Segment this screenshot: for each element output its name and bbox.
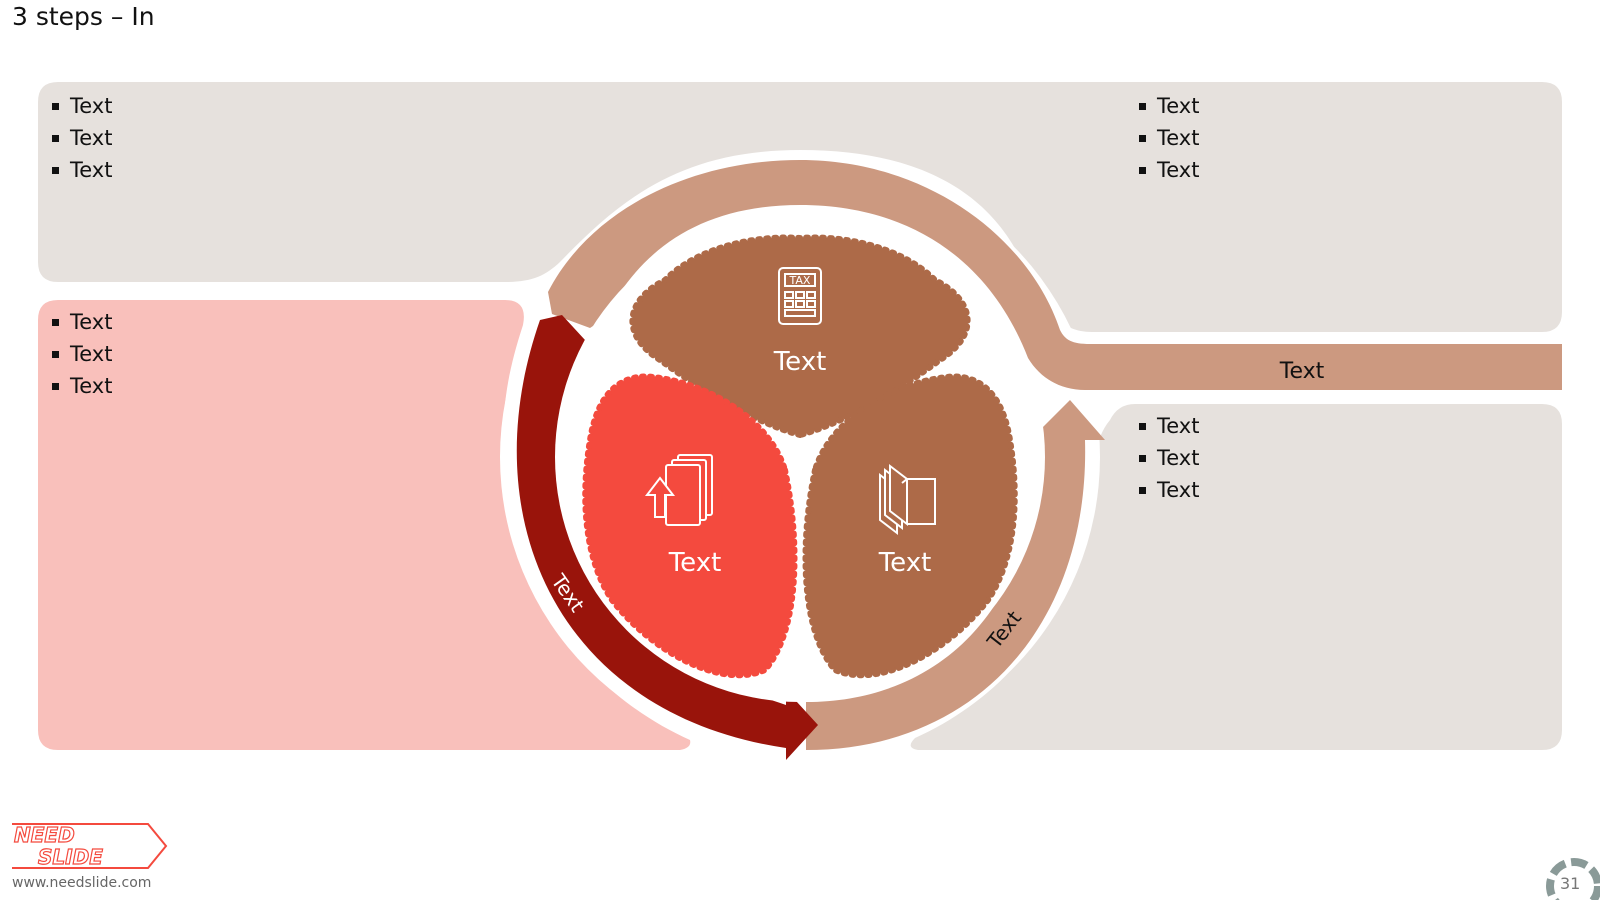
- list-item: Text: [52, 338, 112, 370]
- left-arrow: [516, 315, 818, 760]
- list-item: Text: [52, 154, 112, 186]
- logo-text-top: NEED: [14, 823, 75, 847]
- list-item: Text: [52, 370, 112, 402]
- right-panel: [910, 404, 1562, 750]
- petal-top: [629, 234, 971, 439]
- tax-calculator-icon: [778, 267, 822, 325]
- page-number: 31: [1560, 874, 1581, 893]
- list-item: Text: [1139, 122, 1199, 154]
- right-arrow: [806, 400, 1105, 750]
- list-item: Text: [1139, 410, 1199, 442]
- top-arrow-band: [548, 160, 1562, 390]
- list-item: Text: [52, 122, 112, 154]
- petal-left-label: Text: [668, 548, 722, 578]
- left-panel: [38, 300, 691, 750]
- document-upload-icon: [644, 454, 713, 526]
- needslide-logo: NEED SLIDE: [12, 822, 168, 870]
- connector-label: Text: [1279, 359, 1325, 384]
- left-bullets: Text Text Text: [52, 306, 112, 402]
- list-item: Text: [52, 306, 112, 338]
- logo-text-bottom: SLIDE: [38, 845, 103, 869]
- tax-icon-text: TAX: [789, 274, 811, 287]
- slide-title: 3 steps – In: [12, 2, 155, 31]
- list-item: Text: [1139, 154, 1199, 186]
- top-right-bullets: Text Text Text: [1139, 90, 1199, 186]
- petal-right: [802, 373, 1018, 679]
- list-item: Text: [52, 90, 112, 122]
- top-left-bullets: Text Text Text: [52, 90, 112, 186]
- petal-top-label: Text: [773, 347, 827, 377]
- top-panel: [38, 82, 1562, 332]
- right-bullets: Text Text Text: [1139, 410, 1199, 506]
- petal-right-label: Text: [878, 548, 932, 578]
- list-item: Text: [1139, 474, 1199, 506]
- list-item: Text: [1139, 90, 1199, 122]
- footer-url: www.needslide.com: [12, 875, 152, 891]
- books-icon: [879, 463, 936, 536]
- list-item: Text: [1139, 442, 1199, 474]
- page-badge-icon: [1546, 858, 1600, 900]
